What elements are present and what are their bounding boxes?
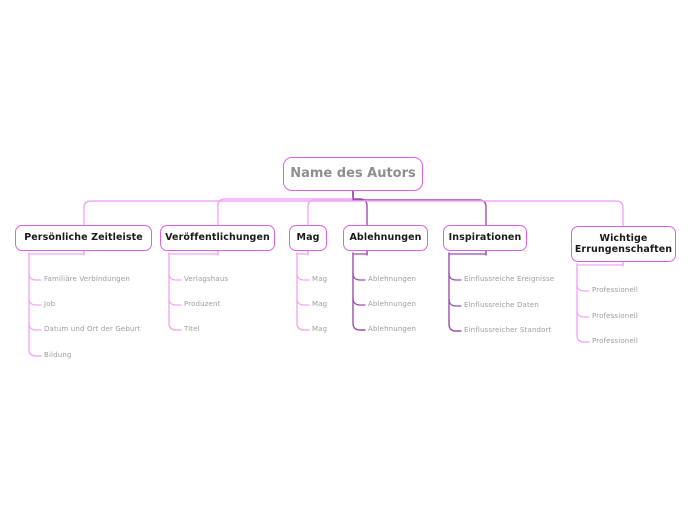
mindmap-leaf-node[interactable]: Produzent <box>184 300 221 308</box>
mindmap-branch-node[interactable]: Ablehnungen <box>343 225 428 251</box>
mindmap-leaf-node[interactable]: Titel <box>184 325 200 333</box>
mindmap-leaf-node[interactable]: Datum und Ort der Geburt <box>44 325 141 333</box>
mindmap-branch-node[interactable]: Wichtige Errungenschaften <box>571 226 676 262</box>
mindmap-leaf-node[interactable]: Professionell <box>592 337 638 345</box>
mindmap-leaf-node[interactable]: Ablehnungen <box>368 275 417 283</box>
mindmap-branch-node[interactable]: Veröffentlichungen <box>160 225 275 251</box>
mindmap-leaf-node[interactable]: Ablehnungen <box>368 325 417 333</box>
mindmap-branch-node[interactable]: Persönliche Zeitleiste <box>15 225 152 251</box>
mindmap-leaf-node[interactable]: Einflussreiche Daten <box>464 301 539 309</box>
mindmap-branch-node[interactable]: Inspirationen <box>443 225 527 251</box>
mindmap-root-node[interactable]: Name des Autors <box>283 157 423 191</box>
mindmap-leaf-node[interactable]: Job <box>44 300 56 308</box>
mindmap-leaf-node[interactable]: Verlagshaus <box>184 275 229 283</box>
mindmap-leaf-node[interactable]: Einflussreiche Ereignisse <box>464 275 555 283</box>
mindmap-leaf-node[interactable]: Ablehnungen <box>368 300 417 308</box>
mindmap-leaf-node[interactable]: Professionell <box>592 286 638 294</box>
mindmap-leaf-node[interactable]: Mag <box>312 325 328 333</box>
mindmap-branch-node[interactable]: Mag <box>289 225 327 251</box>
mindmap-leaf-node[interactable]: Familiäre Verbindungen <box>44 275 130 283</box>
mindmap-leaf-node[interactable]: Professionell <box>592 312 638 320</box>
mindmap-leaf-node[interactable]: Mag <box>312 275 328 283</box>
mindmap-leaf-node[interactable]: Einflussreicher Standort <box>464 326 552 334</box>
mindmap-leaf-node[interactable]: Mag <box>312 300 328 308</box>
mindmap-leaf-node[interactable]: Bildung <box>44 351 72 359</box>
